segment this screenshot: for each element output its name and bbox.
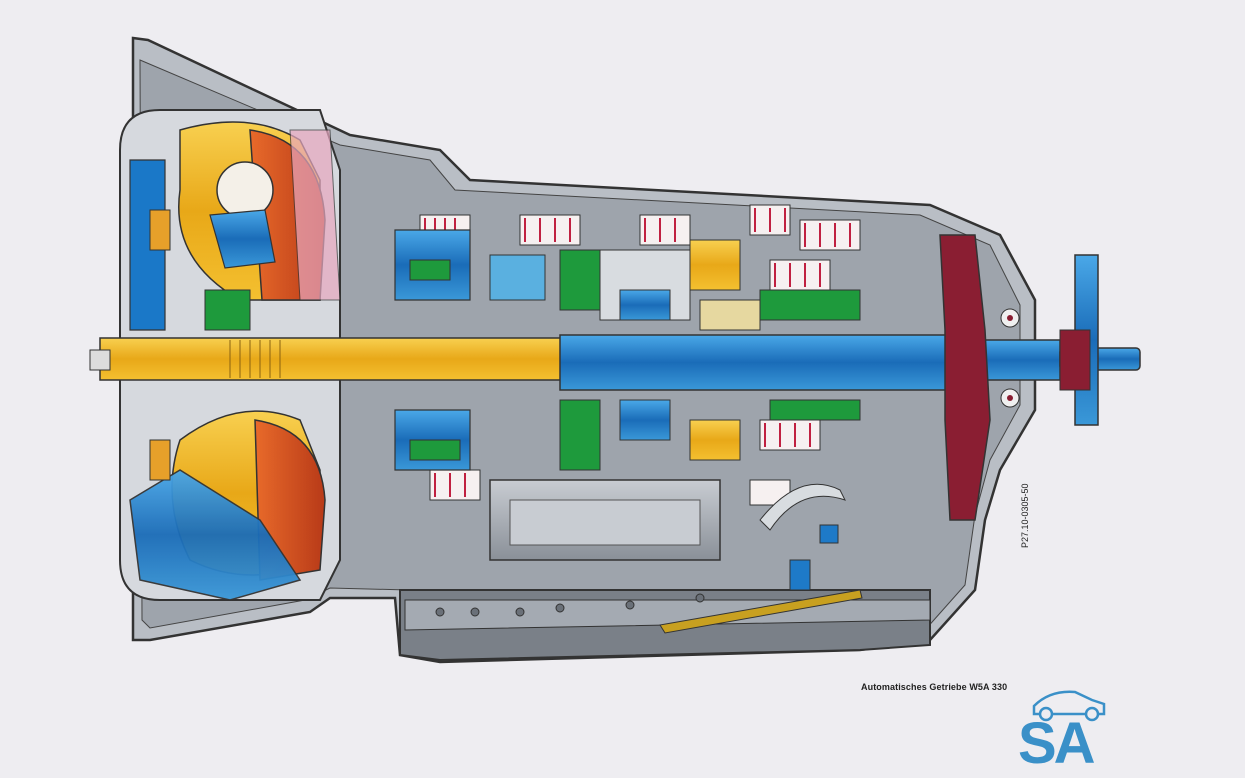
drawing-number: P27.10-0305-50 — [1020, 483, 1030, 548]
diagram-caption: Automatisches Getriebe W5A 330 — [861, 682, 1008, 692]
valve-body — [399, 479, 931, 662]
planetary-gearsets — [394, 229, 861, 471]
logo-text: SA — [1018, 711, 1096, 776]
car-icon — [1032, 690, 1106, 722]
output-flange — [939, 234, 1099, 521]
torque-converter — [119, 109, 341, 601]
sa-logo: SA — [1012, 688, 1132, 778]
main-shaft — [89, 334, 1141, 391]
clutch-packs — [419, 204, 861, 506]
